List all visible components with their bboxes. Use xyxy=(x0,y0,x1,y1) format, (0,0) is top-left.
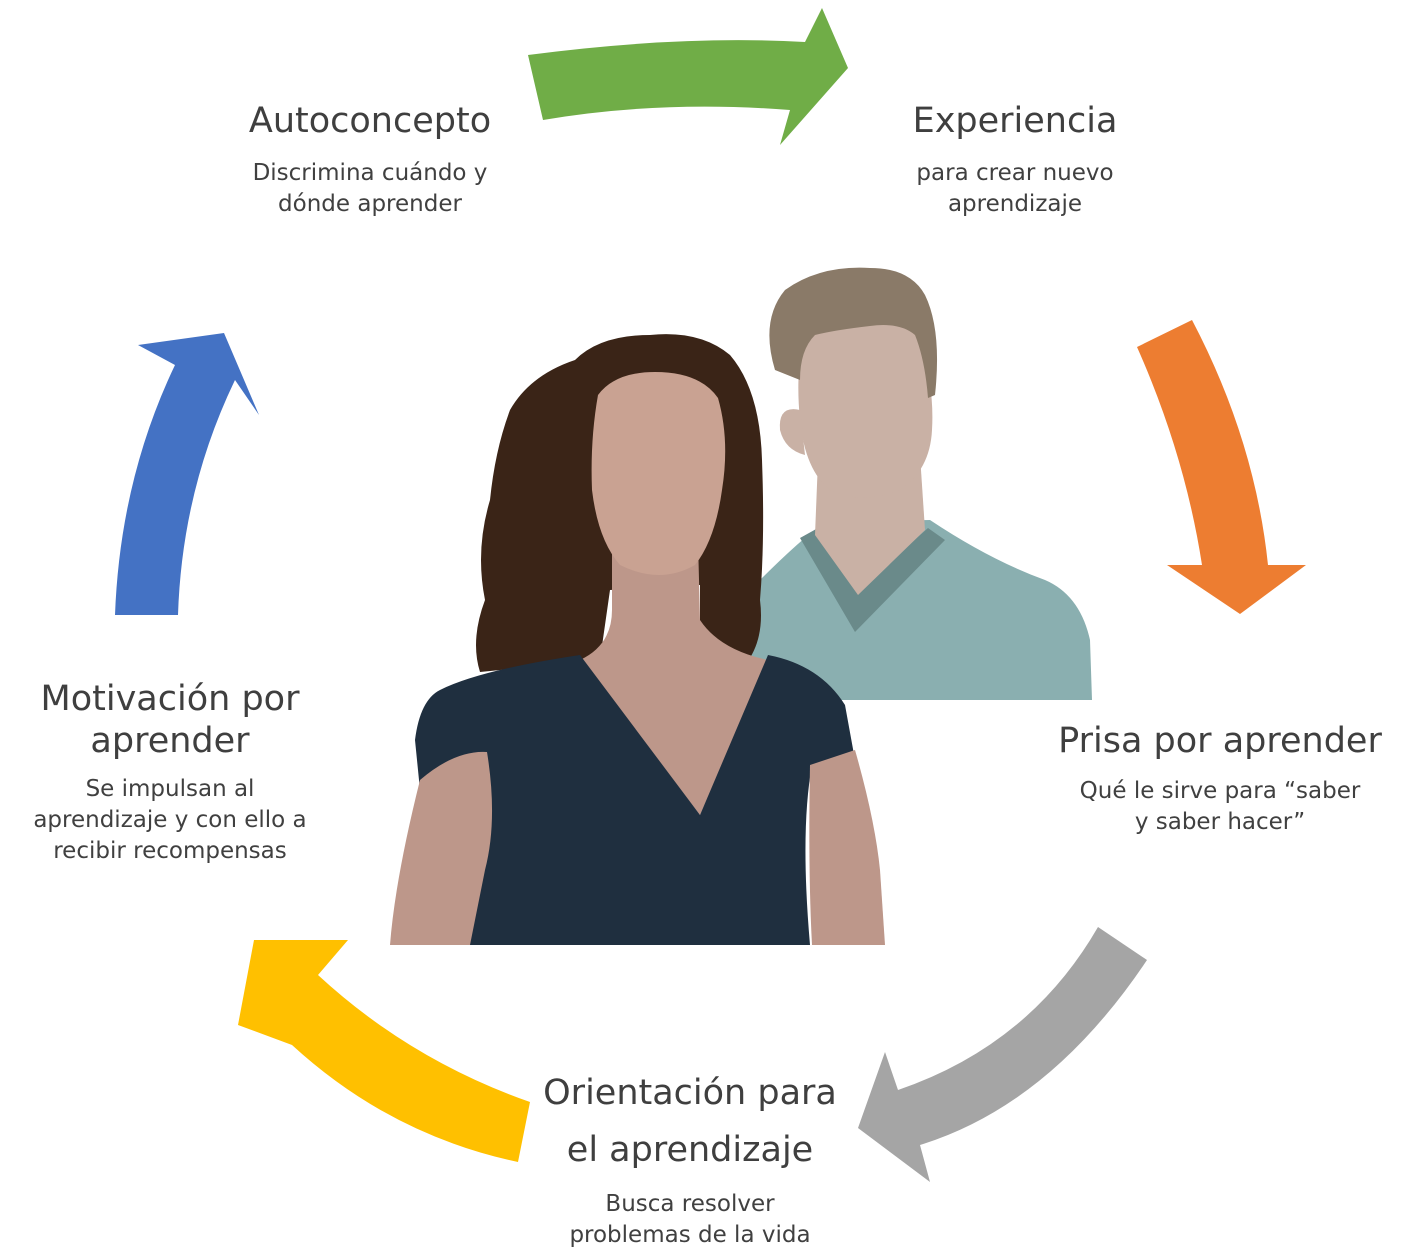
man-figure xyxy=(745,267,1092,700)
cycle-arrow-gray xyxy=(858,927,1147,1182)
cycle-arrow-yellow xyxy=(238,940,530,1162)
desc-line: problemas de la vida xyxy=(569,1222,811,1248)
woman-neck xyxy=(580,540,768,815)
title-line: Motivación por xyxy=(40,679,300,719)
node-title: Experiencia xyxy=(912,101,1118,141)
node-title: Autoconcepto xyxy=(248,101,492,141)
node-title: Motivación por aprender xyxy=(20,678,320,762)
title-line: Orientación para xyxy=(543,1073,837,1113)
node-prisa-por-aprender: Prisa por aprender Qué le sirve para “sa… xyxy=(1040,720,1400,838)
node-autoconcepto: Autoconcepto Discrimina cuándo y dónde a… xyxy=(205,100,535,220)
node-description: Se impulsan al aprendizaje y con ello a … xyxy=(20,774,320,867)
desc-line: para crear nuevo xyxy=(916,160,1114,186)
desc-line: Se impulsan al xyxy=(85,776,255,802)
desc-line: Qué le sirve para “saber xyxy=(1079,778,1361,804)
cycle-arrow-orange xyxy=(1137,320,1306,614)
node-title: Orientación para el aprendizaje xyxy=(520,1065,860,1179)
desc-line: aprendizaje xyxy=(947,191,1083,217)
woman-arm-right xyxy=(809,750,885,945)
node-experiencia: Experiencia para crear nuevo aprendizaje xyxy=(855,100,1175,220)
desc-line: recibir recompensas xyxy=(53,838,287,864)
node-motivacion: Motivación por aprender Se impulsan al a… xyxy=(20,678,320,867)
node-description: para crear nuevo aprendizaje xyxy=(855,158,1175,220)
node-orientacion: Orientación para el aprendizaje Busca re… xyxy=(520,1065,860,1251)
cycle-arrow-blue xyxy=(115,333,259,615)
desc-line: Busca resolver xyxy=(605,1191,775,1217)
woman-top xyxy=(415,655,855,945)
man-ear xyxy=(779,409,805,455)
desc-line: dónde aprender xyxy=(278,191,462,217)
woman-face xyxy=(591,372,726,575)
title-line: el aprendizaje xyxy=(566,1130,814,1170)
node-title: Prisa por aprender xyxy=(1058,721,1382,761)
woman-figure xyxy=(390,334,885,945)
cycle-arrow-green xyxy=(528,8,848,145)
man-face xyxy=(798,317,933,498)
desc-line: y saber hacer” xyxy=(1134,809,1306,835)
title-line: aprender xyxy=(90,721,250,761)
node-description: Discrimina cuándo y dónde aprender xyxy=(205,158,535,220)
desc-line: aprendizaje y con ello a xyxy=(33,807,307,833)
node-description: Qué le sirve para “saber y saber hacer” xyxy=(1040,776,1400,838)
man-hair xyxy=(769,267,938,398)
node-description: Busca resolver problemas de la vida xyxy=(520,1189,860,1251)
woman-arm-left xyxy=(390,751,493,945)
desc-line: Discrimina cuándo y xyxy=(252,160,488,186)
